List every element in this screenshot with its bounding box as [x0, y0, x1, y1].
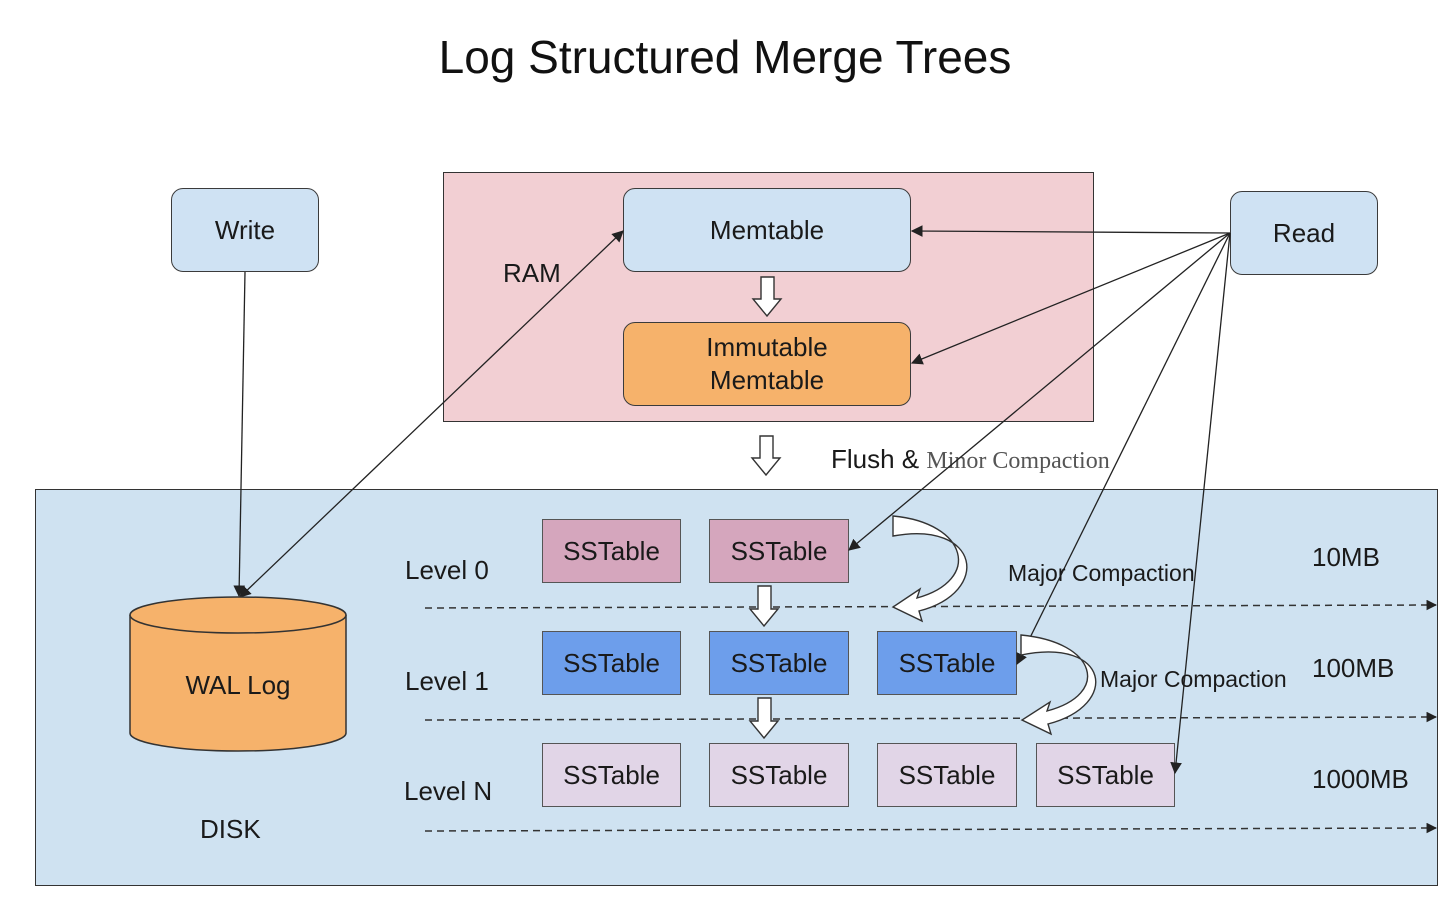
sstable-level1-2: SSTable [709, 631, 849, 695]
level-separator-1 [424, 711, 1438, 723]
major-compaction-arrow-0 [891, 515, 968, 623]
read-node: Read [1230, 191, 1378, 275]
sstable-level1-1: SSTable [542, 631, 681, 695]
immutable-memtable-label-line2: Memtable [709, 365, 825, 395]
flush-label-part1: Flush & [831, 444, 920, 474]
disk-label: DISK [200, 814, 261, 844]
arrow-read-to-immutable [910, 232, 1231, 365]
memtable-to-immutable-arrow [751, 276, 783, 318]
sstable-leveln-4: SSTable [1036, 743, 1175, 807]
arrow-write-to-wal [233, 271, 246, 598]
wal-log-label: WAL Log [185, 670, 291, 700]
read-label: Read [1272, 217, 1336, 248]
level-0-size: 10MB [1312, 542, 1380, 572]
sstable-leveln-3: SSTable [877, 743, 1017, 807]
arrow-read-to-memtable [910, 225, 1231, 237]
level-n-size: 1000MB [1312, 764, 1409, 794]
sstable-label: SSTable [898, 647, 996, 678]
arrow-wal-to-memtable [239, 230, 624, 598]
sstable-level0-2: SSTable [709, 519, 849, 583]
major-compaction-arrow-1 [1020, 634, 1097, 736]
sstable-label: SSTable [563, 647, 660, 678]
sstable-label: SSTable [730, 535, 828, 566]
sstable-label: SSTable [730, 759, 828, 790]
major-compaction-label-1: Major Compaction [1100, 666, 1287, 692]
immutable-memtable-label-line1: Immutable [706, 332, 828, 362]
flush-down-arrow [750, 435, 782, 477]
diagram-title: Log Structured Merge Trees [438, 31, 1012, 83]
major-compaction-label-0: Major Compaction [1008, 560, 1195, 586]
sstable-label: SSTable [730, 647, 828, 678]
arrow-read-to-leveln [1170, 232, 1231, 775]
sstable-label: SSTable [1057, 759, 1154, 790]
memtable-label: Memtable [709, 214, 825, 245]
level-separator-n [424, 822, 1438, 834]
sstable-level1-3: SSTable [877, 631, 1017, 695]
level1-to-leveln-arrow [748, 697, 780, 740]
sstable-leveln-2: SSTable [709, 743, 849, 807]
level0-to-level1-arrow [748, 585, 780, 628]
sstable-leveln-1: SSTable [542, 743, 681, 807]
sstable-label: SSTable [898, 759, 996, 790]
level-1-label: Level 1 [405, 666, 489, 696]
memtable-node: Memtable [623, 188, 911, 272]
immutable-memtable-node: Immutable Memtable [623, 322, 911, 406]
sstable-label: SSTable [563, 759, 660, 790]
arrow-read-to-level1 [1016, 232, 1231, 666]
level-n-label: Level N [404, 776, 493, 806]
level-1-size: 100MB [1312, 653, 1395, 683]
arrow-read-to-level0 [848, 232, 1231, 551]
